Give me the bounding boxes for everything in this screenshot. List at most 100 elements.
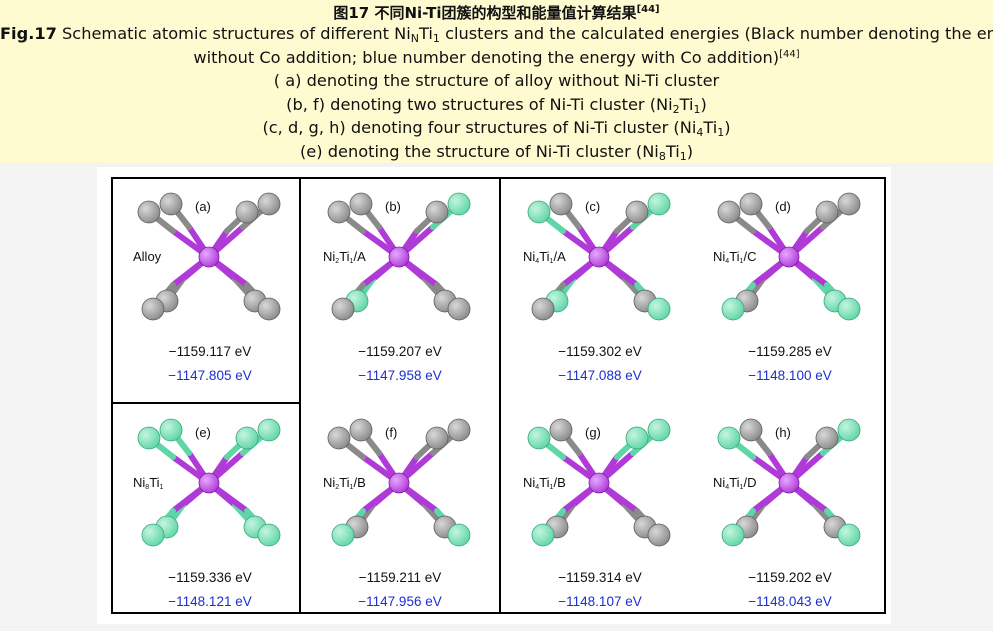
ni-atom: [447, 192, 471, 216]
structure-name-name_end: /B: [353, 475, 366, 490]
caption-line4-b: Ti: [679, 94, 694, 114]
matrix-atom: [815, 200, 839, 224]
panel-label: (c): [585, 199, 601, 214]
structure-name-name_s2: 1: [549, 258, 554, 265]
panel-c: (c)Ni4Ti1/A−1159.302 eV−1147.088 eV: [501, 179, 699, 405]
caption-line-3: ( a) denoting the structure of alloy wit…: [273, 71, 720, 90]
matrix-atom: [257, 192, 281, 216]
matrix-atom: [647, 523, 671, 547]
ti-atom: [588, 246, 610, 268]
caption-line1-a: Schematic atomic structures of different…: [62, 24, 411, 43]
energy-without-co: −1159.314 eV: [558, 570, 642, 585]
structure-name: Ni4Ti1/C: [713, 249, 756, 265]
structure-name-name_mid: Ti: [339, 249, 350, 264]
structure-name-name_s2: 1: [159, 484, 164, 491]
structure-name: Ni2Ti1/B: [323, 475, 366, 491]
energy-with-co: −1147.088 eV: [558, 368, 642, 383]
structure-b: [327, 192, 471, 321]
caption-line-1: Fig.17 Schematic atomic structures of di…: [0, 22, 993, 46]
caption-line-4: (b, f) denoting two structures of Ni-Ti …: [0, 93, 993, 117]
caption-line4-s2: 1: [693, 102, 701, 116]
energy-with-co: −1147.956 eV: [358, 594, 442, 609]
energy-without-co: −1159.285 eV: [748, 344, 832, 359]
panel-label: (d): [775, 199, 791, 214]
ni-atom: [447, 523, 471, 547]
caption-line6-s1: 8: [658, 149, 666, 163]
panel-b: (b)Ni2Ti1/A−1159.207 eV−1147.958 eV: [301, 179, 499, 405]
structure-name-name_mid: Ti: [539, 475, 550, 490]
structure-name-name_end: /B: [553, 475, 566, 490]
matrix-atom: [447, 297, 471, 321]
structure-name-name_s1: 2: [335, 484, 340, 491]
structure-name-name_main: Alloy: [133, 249, 162, 264]
ti-atom: [198, 246, 220, 268]
energy-with-co: −1147.958 eV: [358, 368, 442, 383]
figure-panels: (a)Alloy−1159.117 eV−1147.805 eV(b)Ni2Ti…: [97, 167, 891, 624]
structure-h: [717, 418, 861, 547]
figure-caption: 图17 不同Ni-Ti团簇的构型和能量值计算结果[44] Fig.17 Sche…: [0, 0, 993, 163]
matrix-atom: [331, 297, 355, 321]
energy-with-co: −1147.805 eV: [168, 368, 252, 383]
structure-f: [327, 418, 471, 547]
structure-name-name_main: Ni: [523, 249, 536, 264]
energy-without-co: −1159.202 eV: [748, 570, 832, 585]
caption-chinese: 图17 不同Ni-Ti团簇的构型和能量值计算结果[44]: [0, 4, 993, 22]
matrix-atom: [815, 426, 839, 450]
structure-name-name_s2: 1: [739, 258, 744, 265]
caption-zh-prefix: 图17: [333, 4, 370, 22]
energy-without-co: −1159.117 eV: [168, 344, 252, 359]
ti-atom: [778, 472, 800, 494]
caption-line5-s2: 1: [717, 126, 725, 139]
ni-atom: [717, 426, 741, 450]
structure-c: [527, 192, 671, 321]
caption-line5-b: Ti: [703, 118, 718, 137]
panel-h: (h)Ni4Ti1/D−1159.202 eV−1148.043 eV: [691, 405, 889, 631]
matrix-atom: [549, 192, 573, 216]
ni-atom: [235, 426, 259, 450]
structure-g: [527, 418, 671, 547]
ni-atom: [721, 523, 745, 547]
panel-label: (e): [195, 425, 211, 440]
ni-atom: [527, 426, 551, 450]
structure-name-name_s2: 1: [349, 258, 354, 265]
panel-e: (e)Ni8Ti1−1159.336 eV−1148.121 eV: [111, 405, 309, 631]
ni-atom: [837, 418, 861, 442]
ti-atom: [388, 246, 410, 268]
panel-a: (a)Alloy−1159.117 eV−1147.805 eV: [111, 179, 309, 405]
structure-name-name_s1: 4: [535, 258, 540, 265]
structure-name-name_end: /C: [743, 249, 757, 264]
frame-cdgh: [499, 177, 886, 614]
energy-with-co: −1148.100 eV: [748, 368, 832, 383]
caption-line-6: (e) denoting the structure of Ni-Ti clus…: [0, 140, 993, 164]
ni-atom: [531, 523, 555, 547]
structure-name-name_main: Ni: [523, 475, 536, 490]
caption-line1-sub2: 1: [432, 32, 440, 45]
structure-name: Ni2Ti1/A: [323, 249, 366, 265]
ni-atom: [625, 426, 649, 450]
matrix-atom: [837, 192, 861, 216]
structure-d: [717, 192, 861, 321]
matrix-atom: [717, 200, 741, 224]
ni-atom: [137, 426, 161, 450]
structure-name-name_end: /D: [743, 475, 757, 490]
matrix-atom: [141, 297, 165, 321]
panel-label: (b): [385, 199, 401, 214]
matrix-atom: [327, 200, 351, 224]
caption-line2-ref: [44]: [779, 48, 800, 60]
matrix-atom: [425, 426, 449, 450]
energy-with-co: −1148.043 eV: [748, 594, 832, 609]
caption-zh-text: 不同Ni-Ti团簇的构型和能量值计算结果: [374, 4, 637, 22]
caption-line4-c: ): [700, 94, 707, 114]
ti-atom: [388, 472, 410, 494]
caption-line6-c: ): [686, 141, 694, 161]
structure-name-name_s2: 1: [549, 484, 554, 491]
matrix-atom: [739, 418, 763, 442]
structure-name-name_end: /A: [353, 249, 366, 264]
structure-name: Ni4Ti1/B: [523, 475, 566, 491]
matrix-atom: [349, 418, 373, 442]
matrix-atom: [625, 200, 649, 224]
energy-without-co: −1159.302 eV: [558, 344, 642, 359]
ni-atom: [647, 418, 671, 442]
caption-line6-a: (e) denoting the structure of Ni-Ti clus…: [299, 141, 659, 161]
structure-name-name_s2: 1: [349, 484, 354, 491]
